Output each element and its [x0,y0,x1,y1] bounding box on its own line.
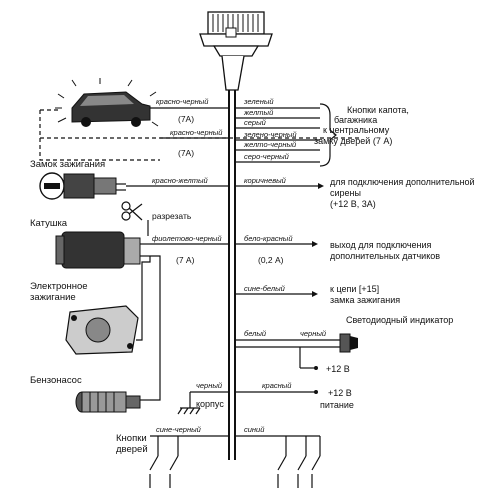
hood-buttons-label-2: багажника [334,115,377,125]
wire-label-black-1: черный [300,329,327,338]
ground-label: корпус [196,399,224,409]
coil-to-pump-wire [150,255,161,401]
hood-buttons-label-4: замку дверей (7 А) [314,136,392,146]
siren-label-1: для подключения дополнительной [330,177,475,187]
wire-label-yellow-black: желто-черный [243,140,297,149]
circuit15-label-2: замка зажигания [330,295,400,305]
wire-label-red-yellow: красно-желтый [152,176,209,185]
wire-label-green-black: зелено-черный [243,130,297,139]
coil-label: Катушка [30,218,68,229]
wire-label-gray-black: серо-черный [244,152,290,161]
supply-label-1: +12 В [328,388,352,398]
rating-7a-1: (7А) [178,114,194,124]
door-switches-right [277,436,321,488]
car-icon [55,78,159,127]
electronic-ignition-label-1: Электронное [30,281,88,292]
scissors-icon [121,201,143,221]
electronic-ignition-label-2: зажигание [30,292,76,303]
rating-02a: (0,2 А) [258,255,284,265]
hood-buttons-label-1: Кнопки капота, [347,105,409,115]
wire-label-blue: синий [244,425,265,434]
rating-7a-2: (7А) [178,148,194,158]
hood-buttons-bracket [319,103,337,167]
coil-icon [55,231,150,269]
wire-label-white: белый [244,329,267,338]
wire-label-red-black-2: красно-черный [170,128,223,137]
wire-label-gray: серый [244,118,267,127]
door-buttons-label-2: дверей [116,444,148,455]
ground-icon [177,407,201,415]
ignition-lock-label: Замок зажигания [30,159,105,170]
fuel-pump-label: Бензонасос [30,375,82,386]
cut-label: разрезать [152,211,192,221]
door-buttons-label-1: Кнопки [116,433,147,444]
siren-label-3: (+12 В, 3А) [330,199,376,209]
wire-label-red-black-1: красно-черный [156,97,209,106]
fuel-pump-icon [75,391,150,413]
wire-label-violet-black: фиолетово-черный [152,234,222,243]
electronic-ignition-icon [65,305,139,355]
coil-to-ignition-wire [136,256,151,341]
ignition-lock-icon [39,172,126,200]
led-icon [339,333,358,353]
plus12-label: +12 В [326,364,350,374]
circuit15-label-1: к цепи [+15] [330,284,379,294]
led-label: Светодиодный индикатор [346,315,453,325]
wire-label-yellow: желтый [243,108,274,117]
wire-label-brown: коричневый [244,176,287,185]
wire-label-blue-white: сине-белый [244,284,286,293]
supply-label-2: питание [320,400,354,410]
rating-7a-3: (7 А) [176,255,195,265]
door-switches-left [149,436,179,488]
main-connector [199,11,273,91]
wire-label-black-2: черный [196,381,223,390]
wire-label-white-red: бело-красный [244,234,293,243]
wire-label-green: зеленый [243,97,274,106]
sensors-label-2: дополнительных датчиков [330,251,440,261]
wire-label-red: красный [262,381,292,390]
sensors-label-1: выход для подключения [330,240,432,250]
siren-label-2: сирены [330,188,361,198]
hood-buttons-label-3: к центральному [323,125,390,135]
wire-label-blue-black: сине-черный [156,425,202,434]
